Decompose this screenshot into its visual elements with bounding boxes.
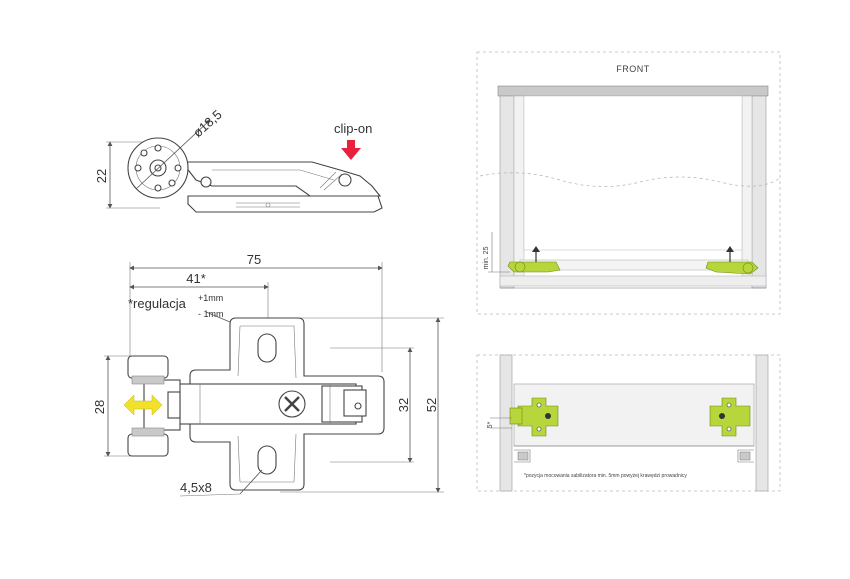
height-22-label: 22: [94, 169, 109, 183]
adjust-arrow-icon: [123, 394, 163, 416]
diameter-label: ø18,5: [190, 107, 225, 140]
front-label: FRONT: [616, 64, 650, 74]
min-25-label: min. 25: [483, 246, 490, 269]
slot-bottom: [257, 445, 277, 475]
height-52-label: 52: [424, 398, 439, 412]
regulation-plus: +1mm: [198, 293, 223, 303]
width-75-label: 75: [247, 252, 261, 267]
height-32-label: 32: [396, 398, 411, 412]
side-view: 22 ø18,5 clip-on: [94, 107, 383, 213]
top-view: 75 41* *regulacja +1mm - 1mm 52 32 28: [92, 252, 444, 497]
stabilizer-plate-right: [709, 397, 751, 437]
stabilizer-plate-left: [509, 397, 559, 437]
roller-bottom: [127, 433, 169, 457]
regulation-label: *regulacja: [128, 296, 187, 311]
roller-top: [127, 355, 169, 379]
dim-5-label: 5*: [487, 421, 494, 428]
clip-on-label: clip-on: [334, 121, 372, 136]
offset-41-label: 41*: [186, 271, 206, 286]
slot-top: [257, 333, 277, 363]
hinge-base-side: [187, 195, 383, 213]
drawer-top-view: 5* *pozycja mocowania sabilizatora min. …: [476, 354, 781, 492]
drawer-front-view: FRONT min. 25: [476, 51, 781, 315]
clip-on-arrow-icon: [341, 140, 361, 160]
drawer-top-panel: [497, 85, 769, 97]
height-28-label: 28: [92, 400, 107, 414]
slot-size-label: 4,5x8: [180, 480, 212, 495]
stabilizer-note: *pozycja mocowania sabilizatora min. 5mm…: [524, 473, 687, 479]
